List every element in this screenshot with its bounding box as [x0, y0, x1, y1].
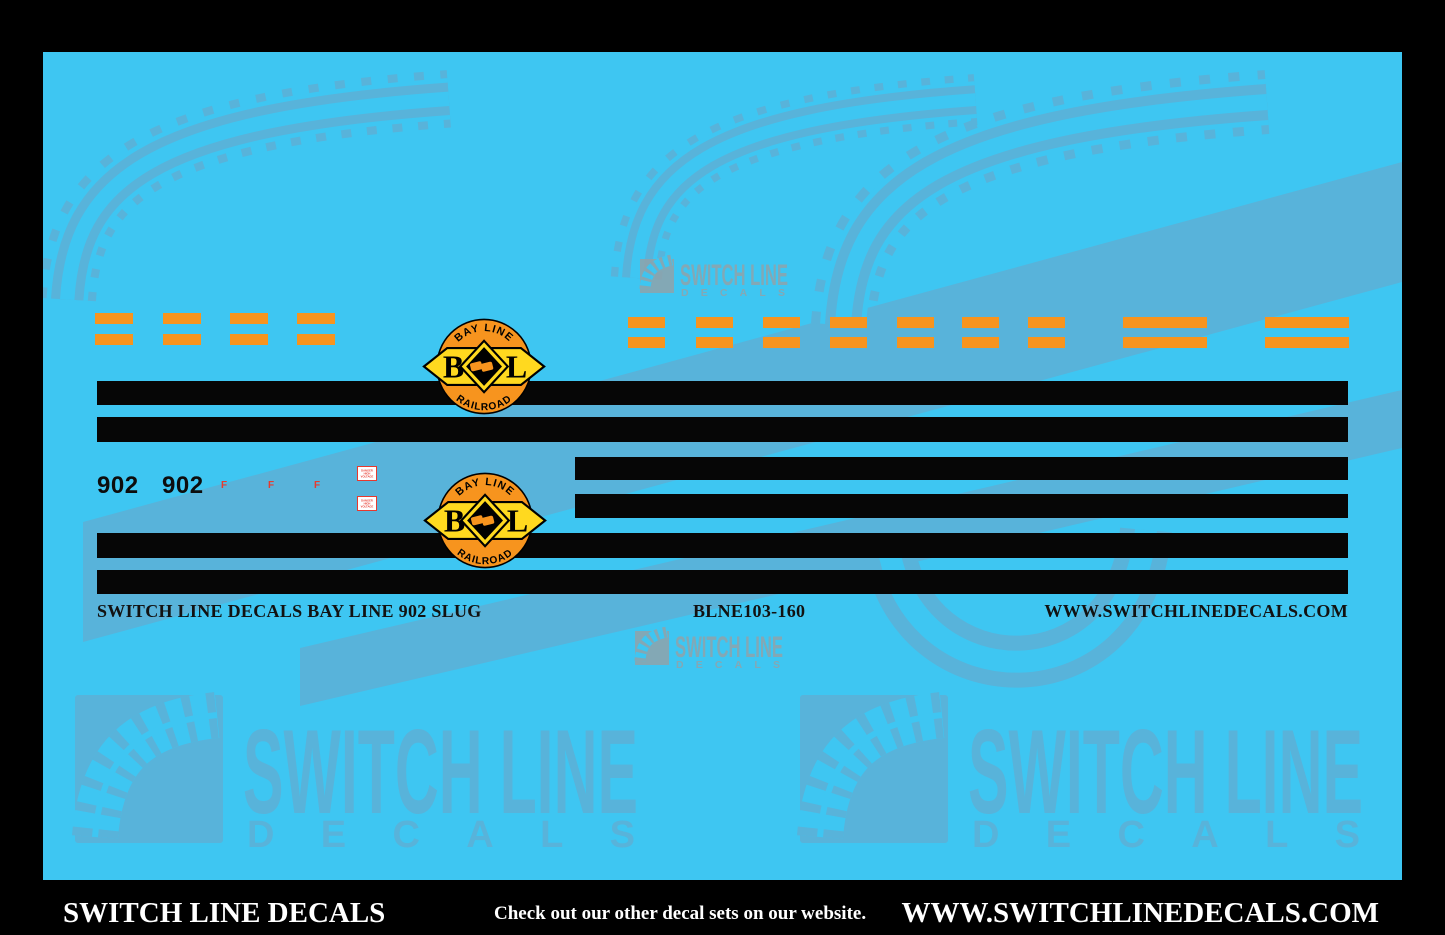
- f-mark-decal: F: [314, 480, 321, 491]
- orange-dash-decal: [830, 337, 867, 348]
- orange-dash-decal: [1265, 337, 1349, 348]
- orange-dash-decal: [696, 317, 733, 328]
- danger-line: DANGER: [361, 468, 373, 472]
- orange-dash-decal: [297, 313, 335, 324]
- road-number-decal: 902: [162, 472, 204, 499]
- black-stripe-decal: [97, 417, 1348, 442]
- orange-dash-decal: [1028, 337, 1065, 348]
- orange-dash-decal: [628, 317, 665, 328]
- road-number-decal: 902: [97, 472, 139, 499]
- danger-line: VOLTAGE: [360, 504, 374, 508]
- orange-dash-decal: [230, 334, 268, 345]
- orange-dash-decal: [95, 334, 133, 345]
- orange-dash-decal: [1265, 317, 1349, 328]
- sheet-title-caption: SWITCH LINE DECALS BAY LINE 902 SLUG: [97, 601, 482, 621]
- orange-dash-decal: [1123, 337, 1207, 348]
- orange-dash-decal: [897, 337, 934, 348]
- orange-dash-decal: [163, 334, 201, 345]
- black-stripe-decal: [97, 570, 1348, 594]
- orange-dash-decal: [962, 337, 999, 348]
- orange-dash-decal: [230, 313, 268, 324]
- footer-website: WWW.SWITCHLINEDECALS.COM: [901, 897, 1379, 929]
- danger-high-voltage-decal: DANGER HIGH VOLTAGE: [357, 496, 377, 511]
- orange-dash-decal: [628, 337, 665, 348]
- orange-dash-decal: [696, 337, 733, 348]
- danger-line: HIGH: [363, 501, 371, 505]
- orange-dash-decal: [830, 317, 867, 328]
- black-stripe-decal: [97, 533, 1348, 558]
- orange-dash-decal: [95, 313, 133, 324]
- footer-brand: SWITCH LINE DECALS: [63, 897, 386, 929]
- f-mark-decal: F: [268, 480, 275, 491]
- orange-dash-decal: [297, 334, 335, 345]
- orange-dash-decal: [962, 317, 999, 328]
- danger-line: DANGER: [361, 498, 373, 502]
- footer-message: Check out our other decal sets on our we…: [494, 903, 867, 924]
- danger-high-voltage-decal: DANGER HIGH VOLTAGE: [357, 466, 377, 481]
- sheet-sku-caption: BLNE103-160: [693, 601, 806, 621]
- f-mark-decal: F: [221, 480, 228, 491]
- orange-dash-decal: [1123, 317, 1207, 328]
- danger-line: HIGH: [363, 471, 371, 475]
- orange-dash-decal: [897, 317, 934, 328]
- orange-dash-decal: [1028, 317, 1065, 328]
- orange-dash-decal: [763, 337, 800, 348]
- danger-line: VOLTAGE: [360, 474, 374, 478]
- orange-dash-decal: [163, 313, 201, 324]
- sheet-website-caption: WWW.SWITCHLINEDECALS.COM: [1044, 601, 1348, 621]
- orange-dash-decal: [763, 317, 800, 328]
- black-stripe-decal: [575, 457, 1348, 480]
- black-stripe-decal: [575, 494, 1348, 518]
- black-stripe-decal: [97, 381, 1348, 405]
